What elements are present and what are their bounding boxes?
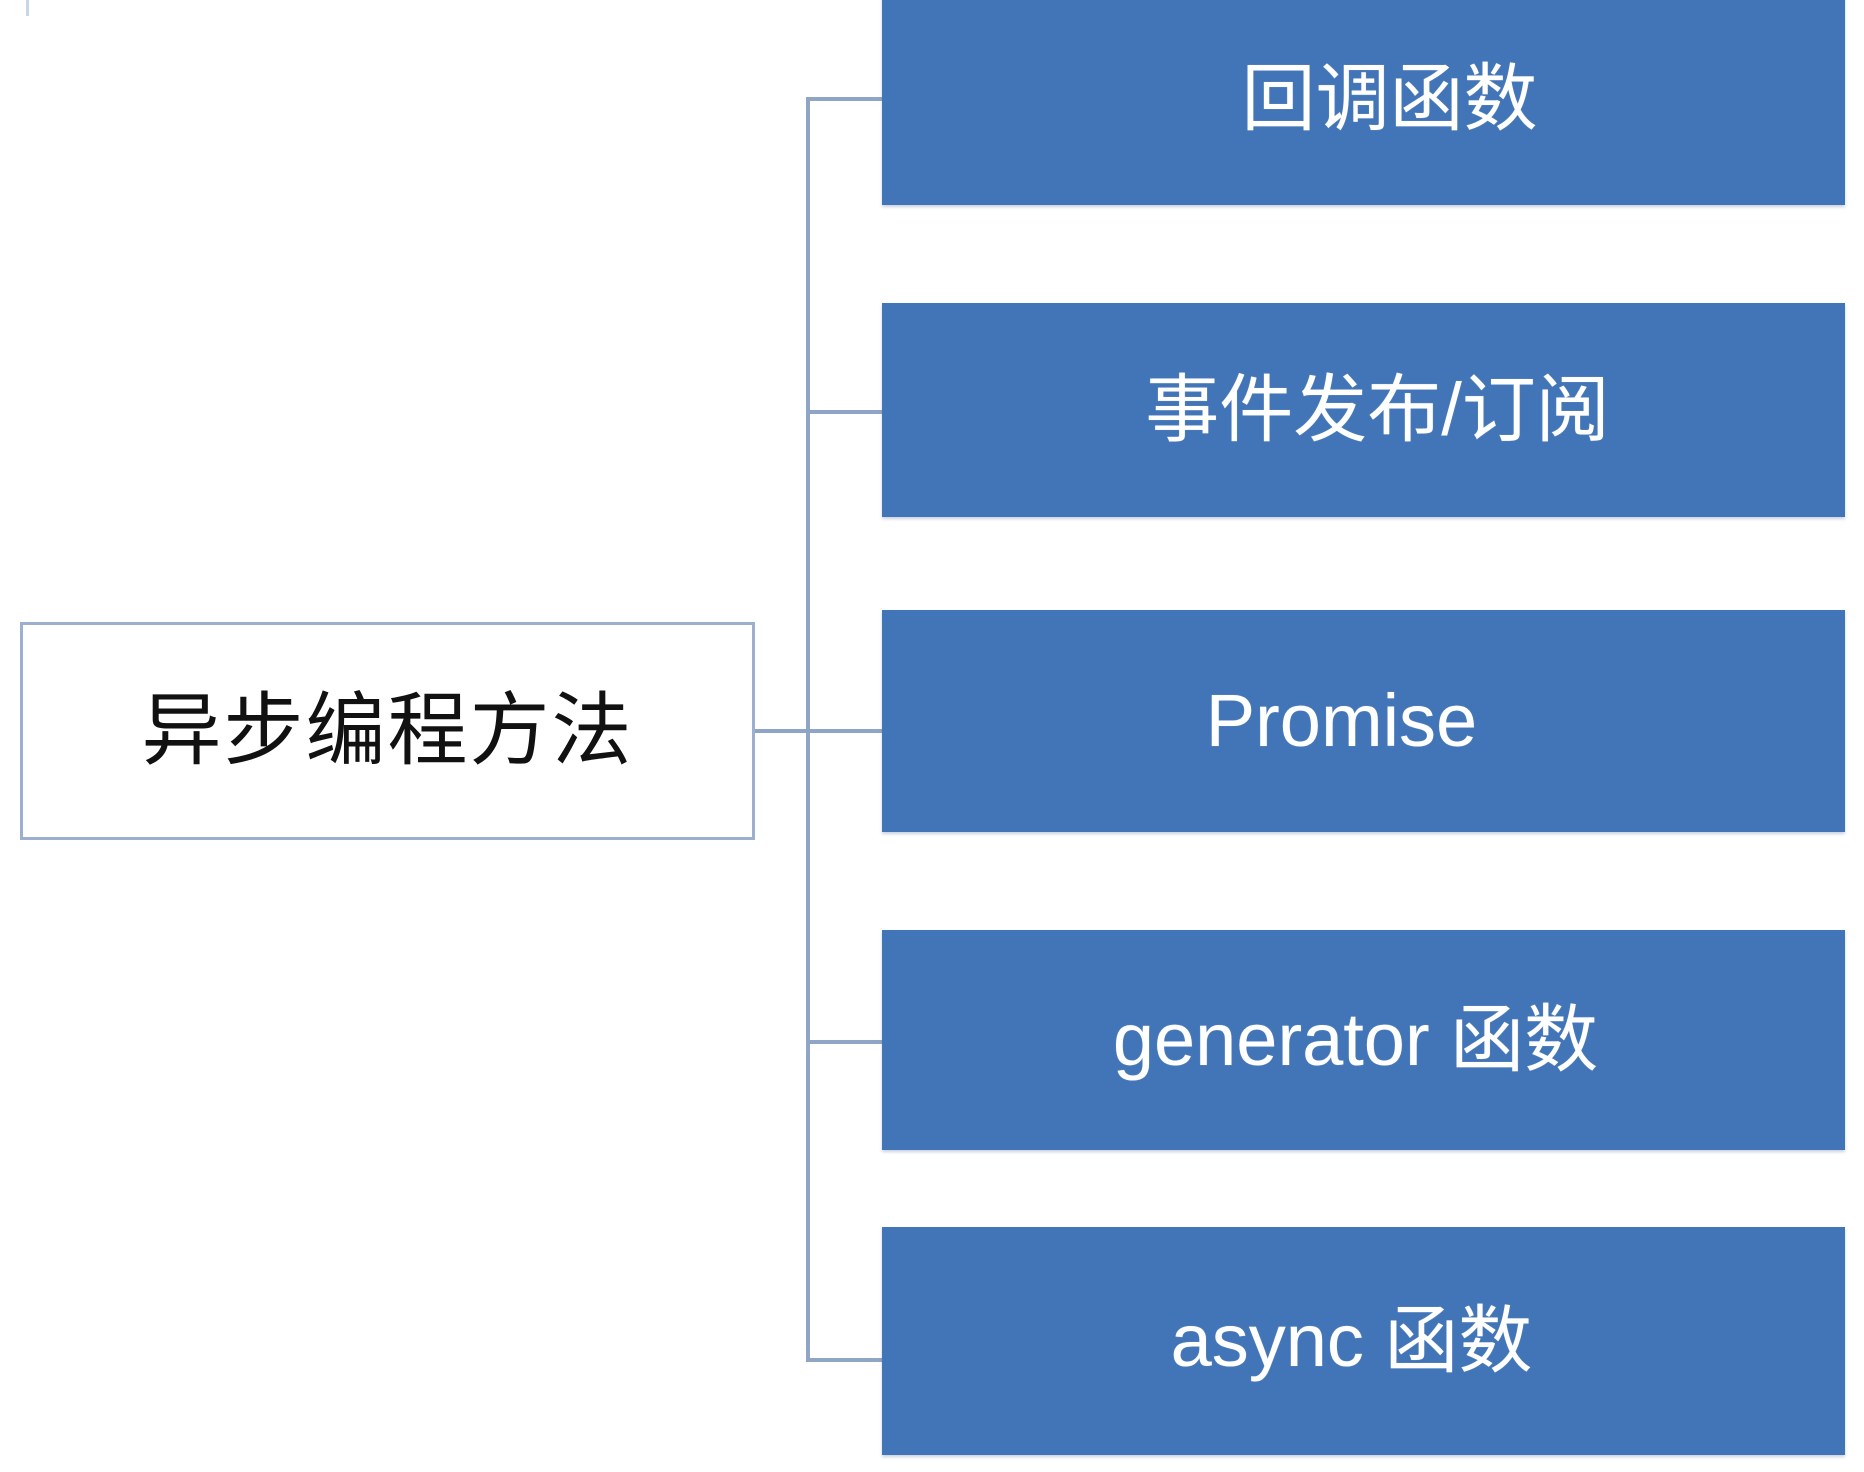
child-node-async[interactable]: async 函数 xyxy=(882,1227,1845,1455)
connector-branch-3 xyxy=(806,729,884,733)
connector-branch-1 xyxy=(806,97,884,101)
root-node[interactable]: 异步编程方法 xyxy=(20,622,755,840)
child-node-label: 事件发布/订阅 xyxy=(1145,368,1610,451)
child-node-generator[interactable]: generator 函数 xyxy=(882,930,1845,1150)
connector-branch-5 xyxy=(806,1358,884,1362)
child-node-label: Promise xyxy=(1205,679,1478,762)
child-node-callback[interactable]: 回调函数 xyxy=(882,0,1845,205)
child-node-promise[interactable]: Promise xyxy=(882,610,1845,832)
child-node-event-pubsub[interactable]: 事件发布/订阅 xyxy=(882,303,1845,517)
image-edge-artifact xyxy=(26,0,29,16)
child-node-label: async 函数 xyxy=(1170,1299,1533,1382)
root-node-label: 异步编程方法 xyxy=(141,686,634,775)
connector-root-stub xyxy=(755,729,810,733)
connector-branch-2 xyxy=(806,410,884,414)
child-node-label: 回调函数 xyxy=(1241,56,1538,140)
connector-branch-4 xyxy=(806,1040,884,1044)
child-node-label: generator 函数 xyxy=(1112,998,1599,1081)
